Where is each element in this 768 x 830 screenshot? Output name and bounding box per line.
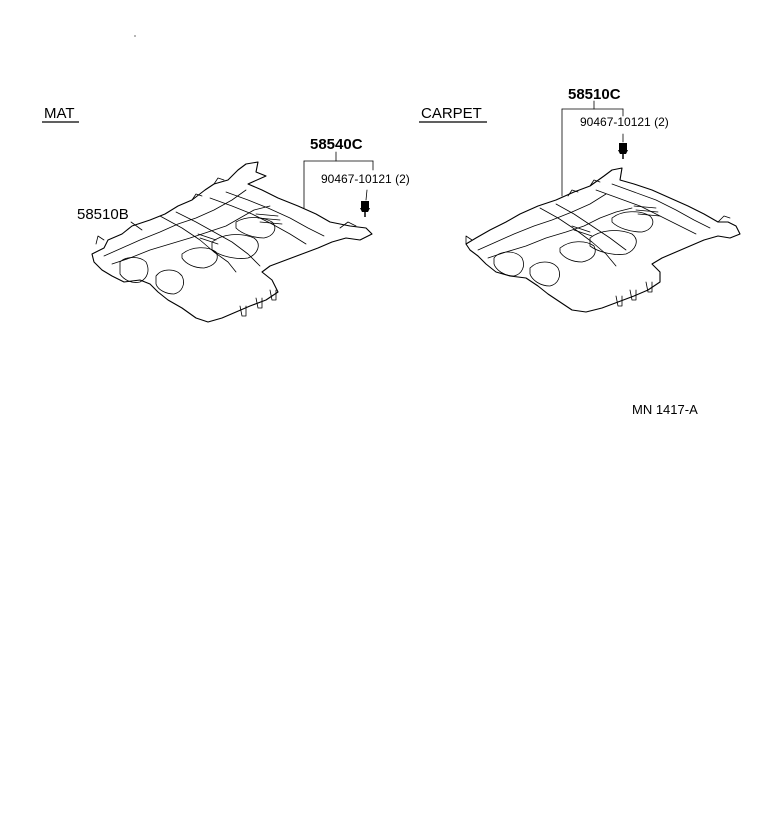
part-number-58510b: 58510B [77, 206, 129, 223]
clip-icon [360, 201, 370, 217]
figure-code: MN 1417-A [632, 402, 698, 417]
part-number-58510c: 58510C [568, 86, 621, 103]
floor-carpet-drawing [465, 167, 741, 313]
carpet-leader-lines [561, 100, 624, 197]
carpet-section: CARPET 58510C 90467-10121 (2) [419, 86, 741, 313]
floor-mat-drawing [91, 161, 373, 323]
mat-section: MAT 58540C 90467-10121 (2) 58510B [42, 105, 410, 323]
clip-icon [618, 143, 628, 159]
fastener-part-number-carpet: 90467-10121 (2) [580, 115, 669, 129]
part-number-58540c: 58540C [310, 136, 363, 153]
fastener-part-number-mat: 90467-10121 (2) [321, 172, 410, 186]
mat-title: MAT [44, 105, 75, 122]
carpet-title: CARPET [421, 105, 482, 122]
mat-leader-lines [130, 151, 374, 231]
speck [134, 35, 136, 37]
